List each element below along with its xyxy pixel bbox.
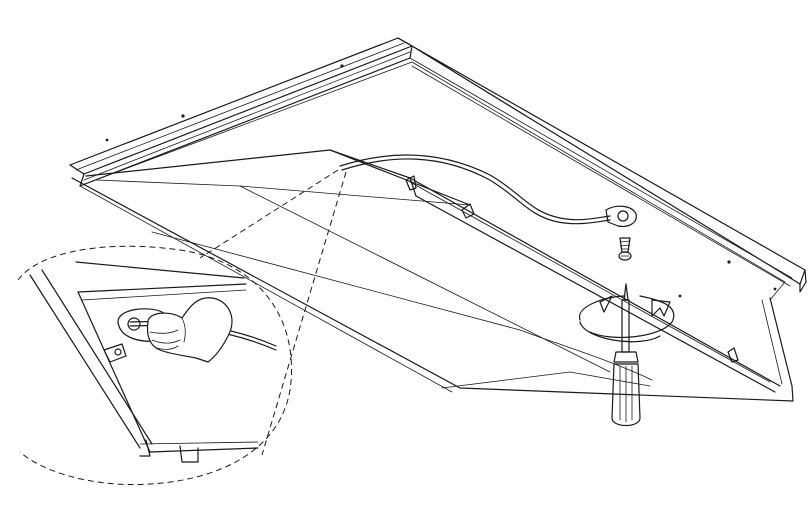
ground-wire-icon (339, 154, 611, 225)
ground-screw-icon (618, 237, 632, 261)
clockwise-rotation-arrow-icon (579, 295, 675, 343)
ring-terminal-icon (605, 205, 637, 227)
troffer-fixture-icon (69, 37, 807, 402)
screwdriver-icon (611, 283, 641, 427)
hand-icon (146, 297, 233, 363)
